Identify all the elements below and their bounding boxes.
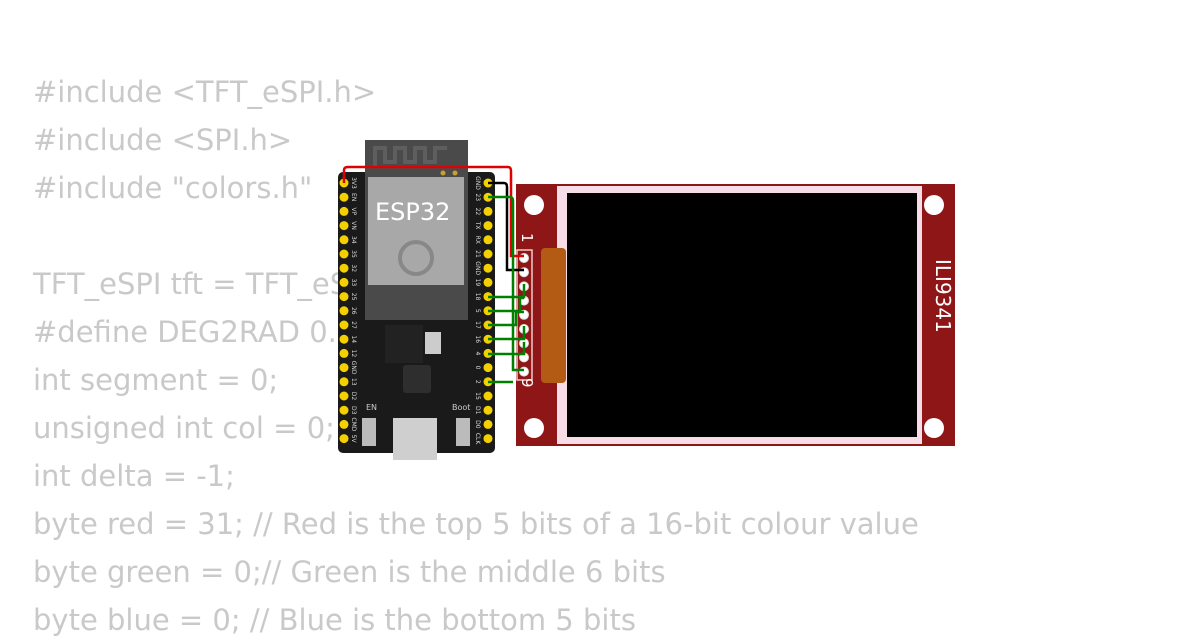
pin-label: 13	[350, 378, 357, 386]
code-line: #include "colors.h"	[33, 171, 313, 205]
pin-d2[interactable]	[339, 391, 349, 401]
pin-label: VP	[350, 208, 357, 216]
pin-label: 12	[350, 350, 357, 358]
pin-1-label: 1	[518, 233, 536, 243]
pin-en[interactable]	[339, 192, 349, 202]
pin-d0[interactable]	[483, 419, 493, 429]
pin-9-label: 9	[518, 378, 536, 388]
pin-19[interactable]	[483, 277, 493, 287]
pin-label: D3	[350, 406, 357, 415]
wires	[342, 165, 526, 384]
code-line: TFT_eSPI tft = TFT_eS	[33, 267, 349, 301]
pin-label: 2	[474, 380, 481, 384]
pin-label: CLK	[474, 433, 481, 446]
pin-label: 15	[474, 392, 481, 400]
pin-clk[interactable]	[483, 434, 493, 444]
pin-32[interactable]	[339, 263, 349, 273]
pin-label: 16	[474, 335, 481, 343]
pin-label: 4	[474, 351, 481, 355]
ili9341-display[interactable]: 1 9 ILI9341	[516, 184, 955, 446]
pin-26[interactable]	[339, 306, 349, 316]
en-label: EN	[366, 403, 377, 412]
pin-0[interactable]	[483, 363, 493, 373]
pin-label: RX	[474, 236, 481, 244]
pin-label: 27	[350, 321, 357, 329]
pin-label: GND	[350, 361, 357, 375]
pin-gnd[interactable]	[339, 363, 349, 373]
code-line: byte red = 31; // Red is the top 5 bits …	[33, 507, 919, 541]
pin-35[interactable]	[339, 249, 349, 259]
pin-label: D2	[350, 392, 357, 401]
pin-label: 3V3	[350, 177, 357, 189]
pin-label: EN	[350, 193, 357, 201]
espressif-logo-icon	[398, 240, 434, 276]
code-line: unsigned int col = 0;	[33, 411, 335, 445]
code-line: byte green = 0;// Green is the middle 6 …	[33, 555, 666, 589]
pin-22[interactable]	[483, 206, 493, 216]
pin-vn[interactable]	[339, 221, 349, 231]
display-label: ILI9341	[931, 259, 955, 333]
pin-rx[interactable]	[483, 235, 493, 245]
pin-label: 0	[474, 366, 481, 370]
code-background: #include <TFT_eSPI.h> #include <SPI.h> #in…	[33, 68, 919, 644]
pin-label: D1	[474, 406, 481, 415]
pin-label: 35	[350, 250, 357, 258]
esp32-label: ESP32	[375, 198, 450, 226]
pin-12[interactable]	[339, 348, 349, 358]
pin-label: CMD	[350, 417, 357, 431]
display-pin[interactable]	[519, 366, 529, 377]
pin-13[interactable]	[339, 377, 349, 387]
boot-label: Boot	[452, 403, 470, 412]
pin-34[interactable]	[339, 235, 349, 245]
pin-label: 14	[350, 335, 357, 343]
pin-label: 19	[474, 279, 481, 287]
code-line: int delta = -1;	[33, 459, 235, 493]
pin-label: GND	[474, 261, 481, 275]
pin-label: 23	[474, 193, 481, 201]
code-line: #define DEG2RAD 0.	[33, 315, 337, 349]
en-button[interactable]	[362, 418, 376, 446]
pin-label: D0	[474, 420, 481, 429]
code-line: int segment = 0;	[33, 363, 279, 397]
pin-label: 25	[350, 293, 357, 301]
pin-33[interactable]	[339, 277, 349, 287]
pin-d1[interactable]	[483, 405, 493, 415]
pin-gnd[interactable]	[483, 263, 493, 273]
pin-14[interactable]	[339, 334, 349, 344]
pin-label: 5	[474, 309, 481, 313]
pin-27[interactable]	[339, 320, 349, 330]
pin-vp[interactable]	[339, 206, 349, 216]
pin-label: 33	[350, 279, 357, 287]
pin-label: GND	[474, 176, 481, 190]
pin-label: VN	[350, 221, 357, 230]
pin-21[interactable]	[483, 249, 493, 259]
pin-label: TX	[474, 221, 481, 230]
pin-label: 17	[474, 321, 481, 329]
pin-label: 22	[474, 208, 481, 216]
pin-label: 26	[350, 307, 357, 315]
display-screen	[567, 193, 917, 437]
pin-15[interactable]	[483, 391, 493, 401]
usb-port	[393, 418, 437, 460]
code-line: #include <TFT_eSPI.h>	[33, 75, 377, 109]
code-line: #include <SPI.h>	[33, 123, 293, 157]
pin-label: 21	[474, 250, 481, 258]
pin-label: 32	[350, 264, 357, 272]
pin-d3[interactable]	[339, 405, 349, 415]
pin-label: 18	[474, 293, 481, 301]
pin-25[interactable]	[339, 292, 349, 302]
pin-cmd[interactable]	[339, 419, 349, 429]
pin-5v[interactable]	[339, 434, 349, 444]
esp32-board[interactable]: ESP32 EN Boot 3V3ENVPVN34353233252627141…	[338, 140, 495, 460]
pin-tx[interactable]	[483, 221, 493, 231]
boot-button[interactable]	[456, 418, 470, 446]
pin-label: 34	[350, 236, 357, 244]
pin-label: 5V	[350, 435, 357, 444]
